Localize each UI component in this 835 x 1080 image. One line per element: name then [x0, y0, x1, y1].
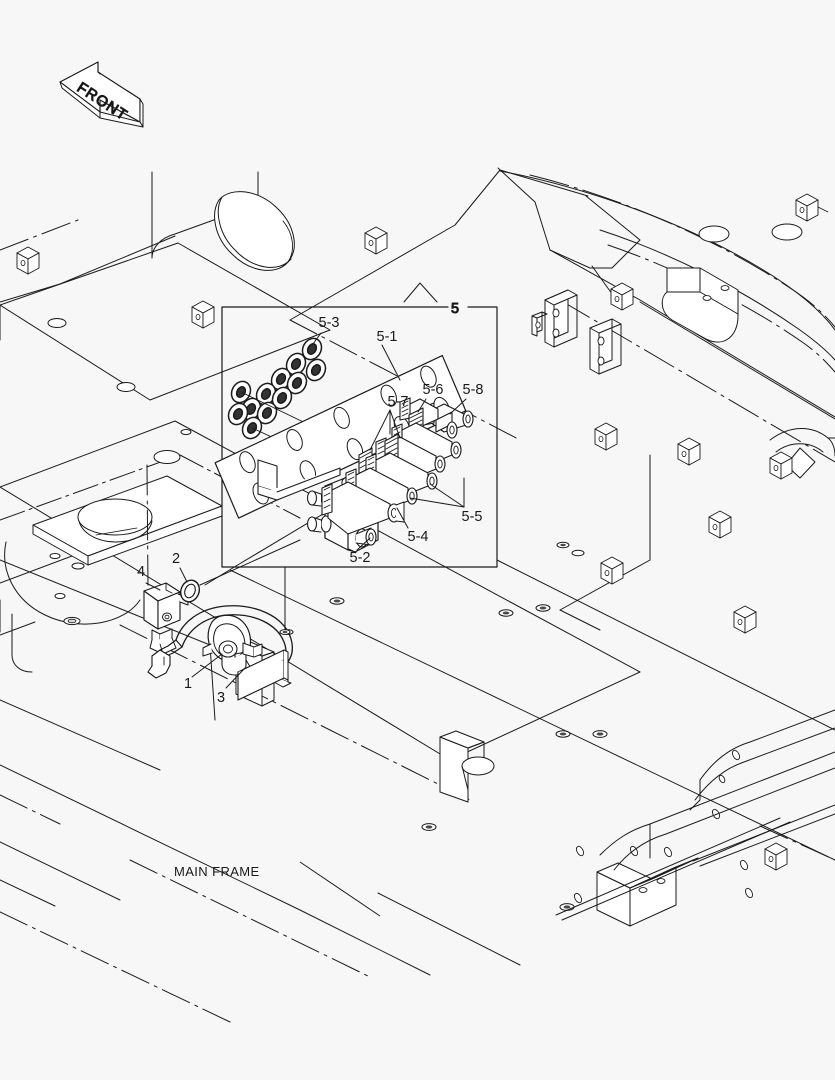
callout-label-5-8: 5-8 — [463, 382, 484, 398]
callout-label-5-6: 5-6 — [423, 382, 444, 398]
part-3-bracket-plate — [237, 649, 289, 701]
callout-label-5-1: 5-1 — [377, 329, 398, 345]
detail-box-item-5: 5 — [204, 282, 498, 635]
upper-right-bracket — [661, 267, 739, 343]
part-5-3-seal-washer-set — [227, 337, 327, 451]
part-5-4-fitting-lower — [321, 481, 405, 535]
main-frame-title: MAIN FRAME — [174, 864, 260, 879]
part-4-connector-plug — [143, 582, 189, 655]
part-1-pressure-sensor — [202, 614, 263, 677]
callout-label-5-3: 5-3 — [319, 315, 340, 331]
callout-label-3: 3 — [217, 690, 225, 706]
callout-label-5-4: 5-4 — [408, 529, 429, 545]
main-frame-structure — [0, 167, 835, 1023]
callout-label-5-7: 5-7 — [388, 394, 409, 410]
fitting-right-nuts — [446, 421, 458, 439]
mount-pad-blocks — [531, 289, 622, 375]
hydraulic-fittings-cluster — [321, 397, 474, 535]
callout-label-group: 1 2 3 4 5-1 5-2 5-3 5-4 5-5 5-6 5-7 5-8 — [137, 315, 484, 706]
callout-label-5-2: 5-2 — [350, 550, 371, 566]
access-cover-plate — [32, 475, 223, 566]
callout-label-4: 4 — [137, 564, 145, 580]
part-2-o-ring — [179, 579, 201, 603]
cube-marker-set — [16, 193, 829, 871]
callout-leaders-inner — [312, 332, 467, 551]
callout-label-1: 1 — [184, 676, 192, 692]
solenoid-sensor-assembly — [143, 579, 293, 701]
callout-label-2: 2 — [172, 551, 180, 567]
callout-label-5-5: 5-5 — [462, 509, 483, 525]
swing-ring-arcs — [499, 170, 835, 373]
detail-box-label-5: 5 — [451, 301, 459, 317]
